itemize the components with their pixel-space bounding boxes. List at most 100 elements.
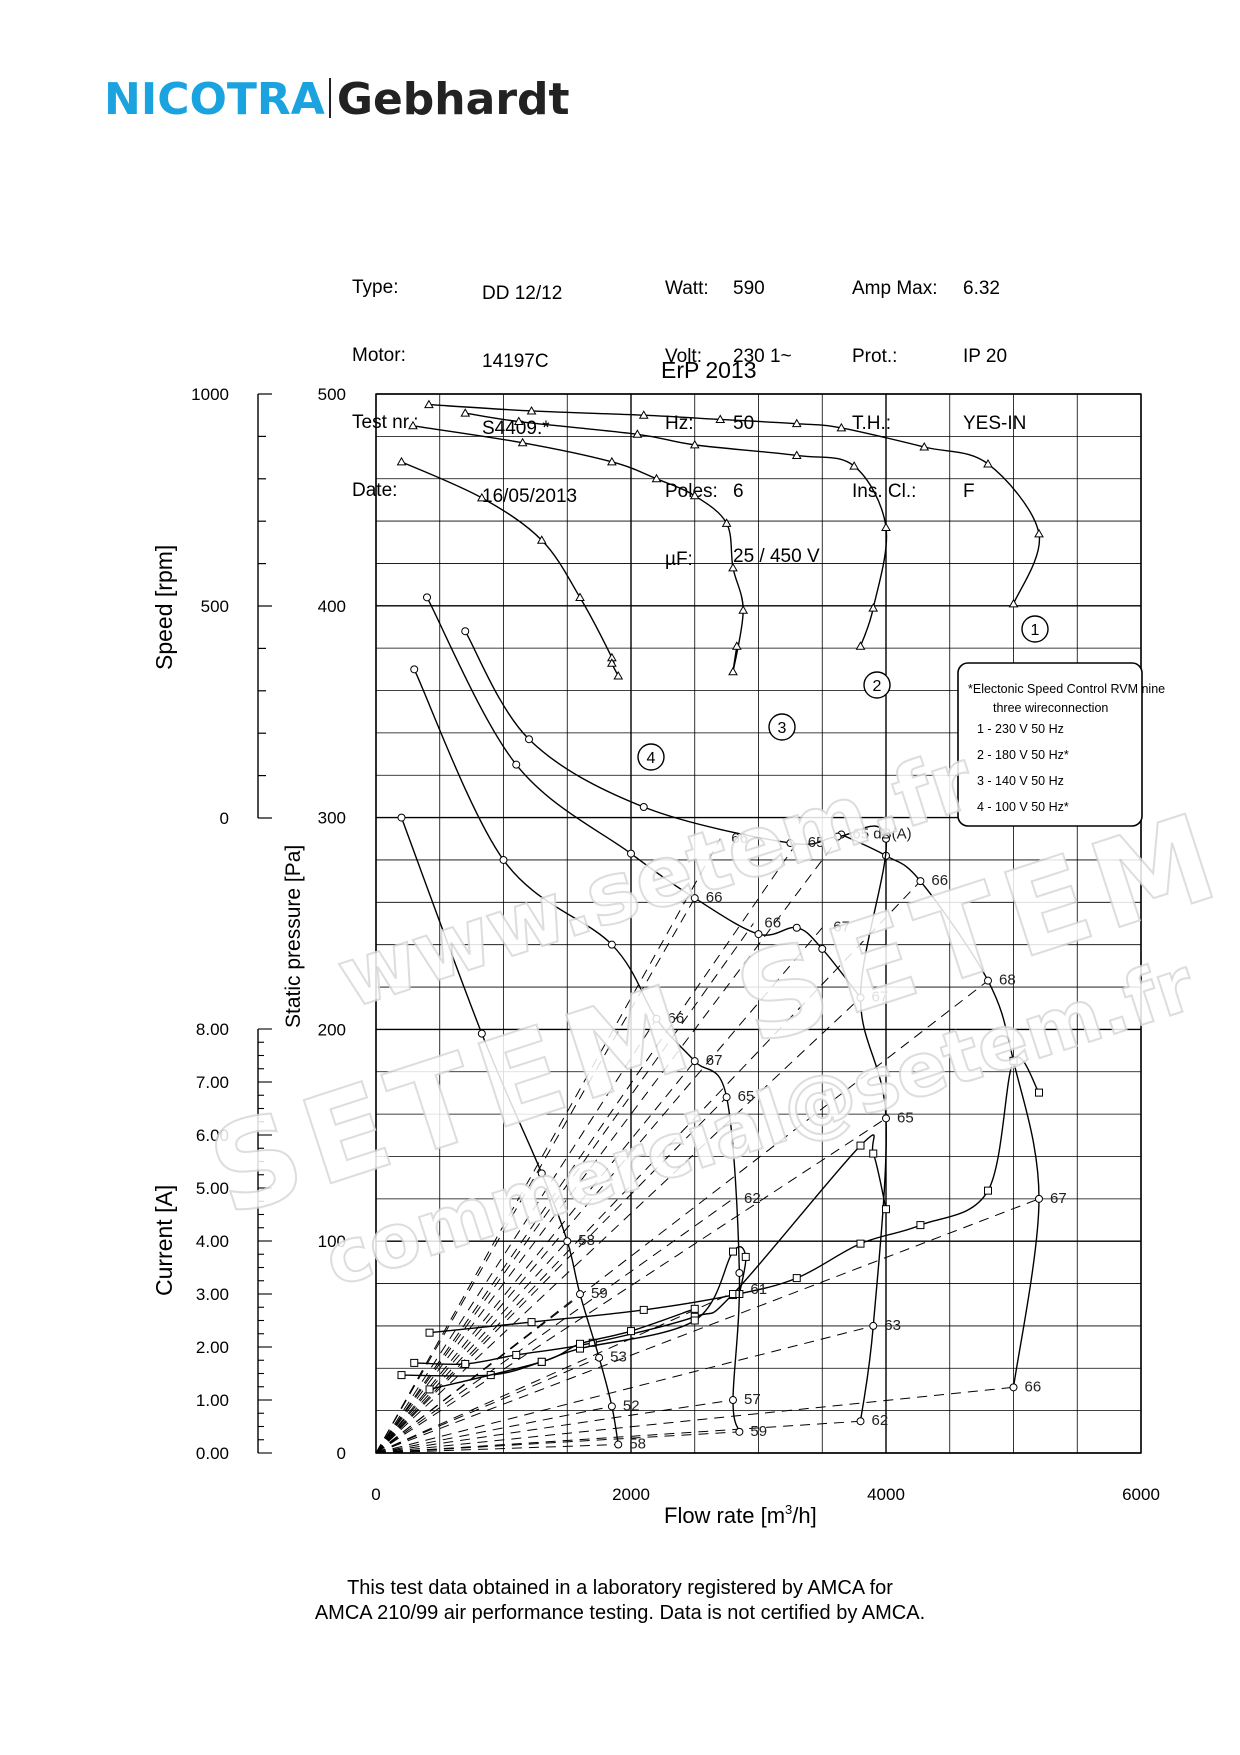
db-label: 62 bbox=[872, 1412, 889, 1429]
pressure-point bbox=[595, 1353, 604, 1362]
pressure-point bbox=[576, 1290, 584, 1299]
current-point bbox=[856, 1141, 865, 1150]
speed-curve bbox=[401, 461, 619, 677]
db-label: 63 bbox=[884, 1317, 901, 1334]
system-line bbox=[375, 1198, 734, 1454]
current-point bbox=[397, 1371, 406, 1380]
legend-title-line-2: three wireconnection bbox=[993, 701, 1108, 715]
x-tick-label: 4000 bbox=[867, 1485, 905, 1504]
db-label: 53 bbox=[610, 1349, 627, 1366]
current-point bbox=[576, 1339, 584, 1348]
pressure-point bbox=[786, 839, 795, 848]
speed-tick-label: 0 bbox=[220, 809, 229, 828]
spec-col2-labels: Watt: Volt: Hz: Poles: µF: bbox=[665, 233, 718, 594]
pressure-point bbox=[652, 1014, 661, 1023]
legend-title-line-1: *Electonic Speed Control RVM nine bbox=[968, 682, 1165, 696]
pressure-point bbox=[461, 627, 470, 636]
pressure-curve bbox=[464, 630, 888, 1422]
db-label: 65 dB(A) bbox=[852, 826, 911, 843]
footer-line-1: This test data obtained in a laboratory … bbox=[347, 1577, 893, 1599]
pressure-point bbox=[833, 832, 842, 841]
system-line bbox=[375, 1325, 874, 1454]
system-line bbox=[375, 1420, 861, 1454]
pressure-point bbox=[754, 930, 763, 939]
curve-number-label: 4 bbox=[647, 750, 656, 767]
speed-point bbox=[396, 456, 407, 466]
current-point bbox=[856, 1239, 865, 1248]
legend-entry: 1 - 230 V 50 Hz bbox=[977, 722, 1064, 736]
speed-point bbox=[849, 461, 859, 470]
speed-point bbox=[517, 437, 528, 447]
system-line bbox=[375, 997, 861, 1454]
x-tick-label: 2000 bbox=[612, 1485, 650, 1504]
speed-point bbox=[1008, 598, 1019, 608]
db-label: 67 bbox=[872, 989, 889, 1006]
speed-point bbox=[919, 441, 930, 451]
pressure-tick-label: 500 bbox=[318, 385, 346, 404]
spec-value-volt: 230 1~ bbox=[733, 345, 792, 367]
current-point bbox=[410, 1358, 419, 1367]
spec-label: Volt: bbox=[665, 345, 702, 367]
speed-point bbox=[613, 670, 624, 680]
db-label: 67 bbox=[1050, 1190, 1067, 1207]
plot-border bbox=[375, 393, 1142, 1454]
speed-point bbox=[689, 439, 700, 449]
pressure-point bbox=[690, 1057, 699, 1066]
speed-point bbox=[1034, 528, 1044, 538]
current-point bbox=[1009, 1056, 1018, 1065]
curve-number-circle bbox=[863, 671, 891, 699]
speed-curve bbox=[465, 412, 888, 647]
pressure-point bbox=[856, 993, 865, 1002]
pressure-point bbox=[869, 1321, 878, 1330]
system-line bbox=[375, 1386, 1014, 1454]
pressure-point bbox=[512, 760, 521, 769]
current-point bbox=[882, 1205, 890, 1214]
speed-point bbox=[689, 490, 700, 500]
spec-label: Date: bbox=[352, 479, 398, 501]
speed-point bbox=[408, 420, 418, 430]
current-tick-label: 6.00 bbox=[196, 1126, 229, 1145]
system-line bbox=[375, 1289, 740, 1454]
speed-point bbox=[738, 605, 749, 614]
current-point bbox=[1035, 1088, 1043, 1097]
speed-point bbox=[607, 658, 617, 667]
chart-title: ErP 2013 bbox=[661, 357, 756, 383]
spec-value-date: 16/05/2013 bbox=[482, 485, 578, 507]
pressure-point bbox=[423, 593, 431, 602]
current-point bbox=[627, 1327, 635, 1336]
pressure-point bbox=[735, 1268, 744, 1277]
current-tick-label: 7.00 bbox=[196, 1073, 229, 1092]
current-point bbox=[916, 1221, 925, 1230]
system-line bbox=[375, 923, 754, 1454]
curve-number-circle bbox=[768, 713, 796, 741]
pressure-point bbox=[397, 813, 406, 822]
db-label: 67 bbox=[706, 1052, 723, 1069]
system-line bbox=[375, 927, 823, 1454]
db-label: 66 bbox=[668, 1010, 685, 1027]
db-label: 66 bbox=[1025, 1378, 1042, 1395]
db-label: 58 bbox=[629, 1436, 646, 1453]
system-line bbox=[375, 1018, 657, 1454]
speed-curve bbox=[428, 403, 1041, 605]
spec-label: Prot.: bbox=[852, 345, 898, 367]
spec-label: Motor: bbox=[352, 344, 406, 366]
logo-gebhardt: Gebhardt bbox=[336, 74, 570, 125]
speed-point bbox=[424, 399, 434, 409]
speed-point bbox=[836, 422, 847, 432]
speed-point bbox=[651, 473, 662, 483]
system-line bbox=[375, 880, 921, 1454]
current-point bbox=[869, 1149, 878, 1158]
spec-label: Type: bbox=[352, 277, 399, 298]
db-label: 65 bbox=[897, 1109, 914, 1126]
pressure-point bbox=[639, 803, 648, 812]
system-line bbox=[375, 1060, 696, 1454]
spec-label: µF: bbox=[665, 549, 693, 570]
spec-label: Ins. Cl.: bbox=[852, 480, 917, 502]
speed-tick-label: 1000 bbox=[191, 385, 229, 404]
spec-label: Amp Max: bbox=[852, 278, 938, 299]
pressure-point bbox=[856, 1417, 865, 1426]
footer-line-2: AMCA 210/99 air performance testing. Dat… bbox=[314, 1602, 926, 1624]
logo-nicotra: NICOTRA bbox=[104, 74, 325, 125]
pressure-point bbox=[735, 1427, 744, 1436]
speed-point bbox=[575, 592, 585, 602]
